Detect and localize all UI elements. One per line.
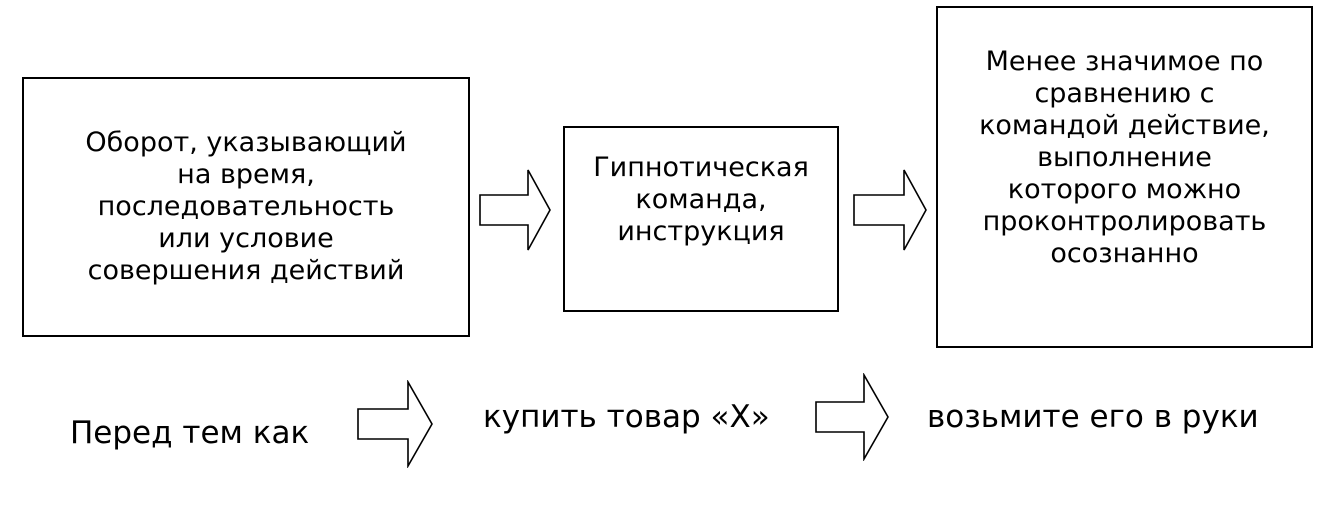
hollow-right-arrow-icon	[852, 168, 928, 252]
time-sequence-clause-text: Оборот, указывающий на время, последоват…	[85, 127, 407, 286]
example-part-command: купить товар «X»	[483, 399, 770, 435]
less-significant-action-text: Менее значимое по сравнению с командой д…	[979, 46, 1270, 269]
example-part-action: возьмите его в руки	[927, 399, 1259, 435]
hollow-right-arrow-icon	[356, 380, 434, 468]
hypnotic-command-text: Гипнотическая команда, инструкция	[593, 152, 809, 247]
less-significant-action-box: Менее значимое по сравнению с командой д…	[936, 6, 1313, 348]
example-part-before: Перед тем как	[70, 415, 310, 451]
time-sequence-clause-box: Оборот, указывающий на время, последоват…	[22, 77, 470, 337]
hypnotic-command-box: Гипнотическая команда, инструкция	[563, 126, 839, 312]
hollow-right-arrow-icon	[478, 168, 552, 252]
hollow-right-arrow-icon	[814, 373, 890, 461]
